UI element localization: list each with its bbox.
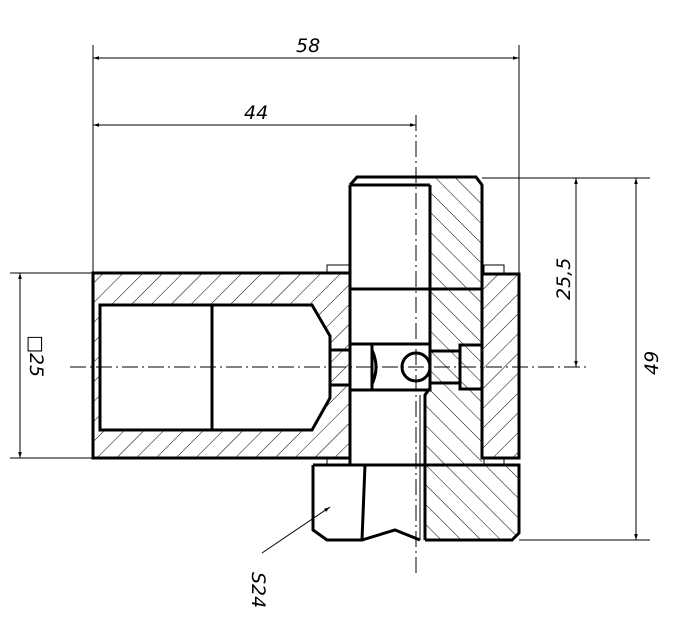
housing-section (91, 264, 352, 467)
wrench-size-leader: S24 (247, 506, 331, 608)
dimension-44: 44 (93, 102, 416, 127)
svg-text:25,5: 25,5 (553, 258, 575, 300)
dimension-25-5: 25,5 (482, 177, 650, 367)
svg-text:44: 44 (244, 102, 268, 124)
dimension-49: 49 (519, 178, 663, 541)
svg-text:49: 49 (641, 351, 663, 375)
svg-text:58: 58 (296, 35, 320, 57)
svg-text:□25: □25 (25, 335, 47, 377)
svg-text:S24: S24 (247, 572, 269, 608)
dimension-square-25: □25 (10, 272, 93, 459)
dimension-58: 58 (92, 35, 520, 274)
